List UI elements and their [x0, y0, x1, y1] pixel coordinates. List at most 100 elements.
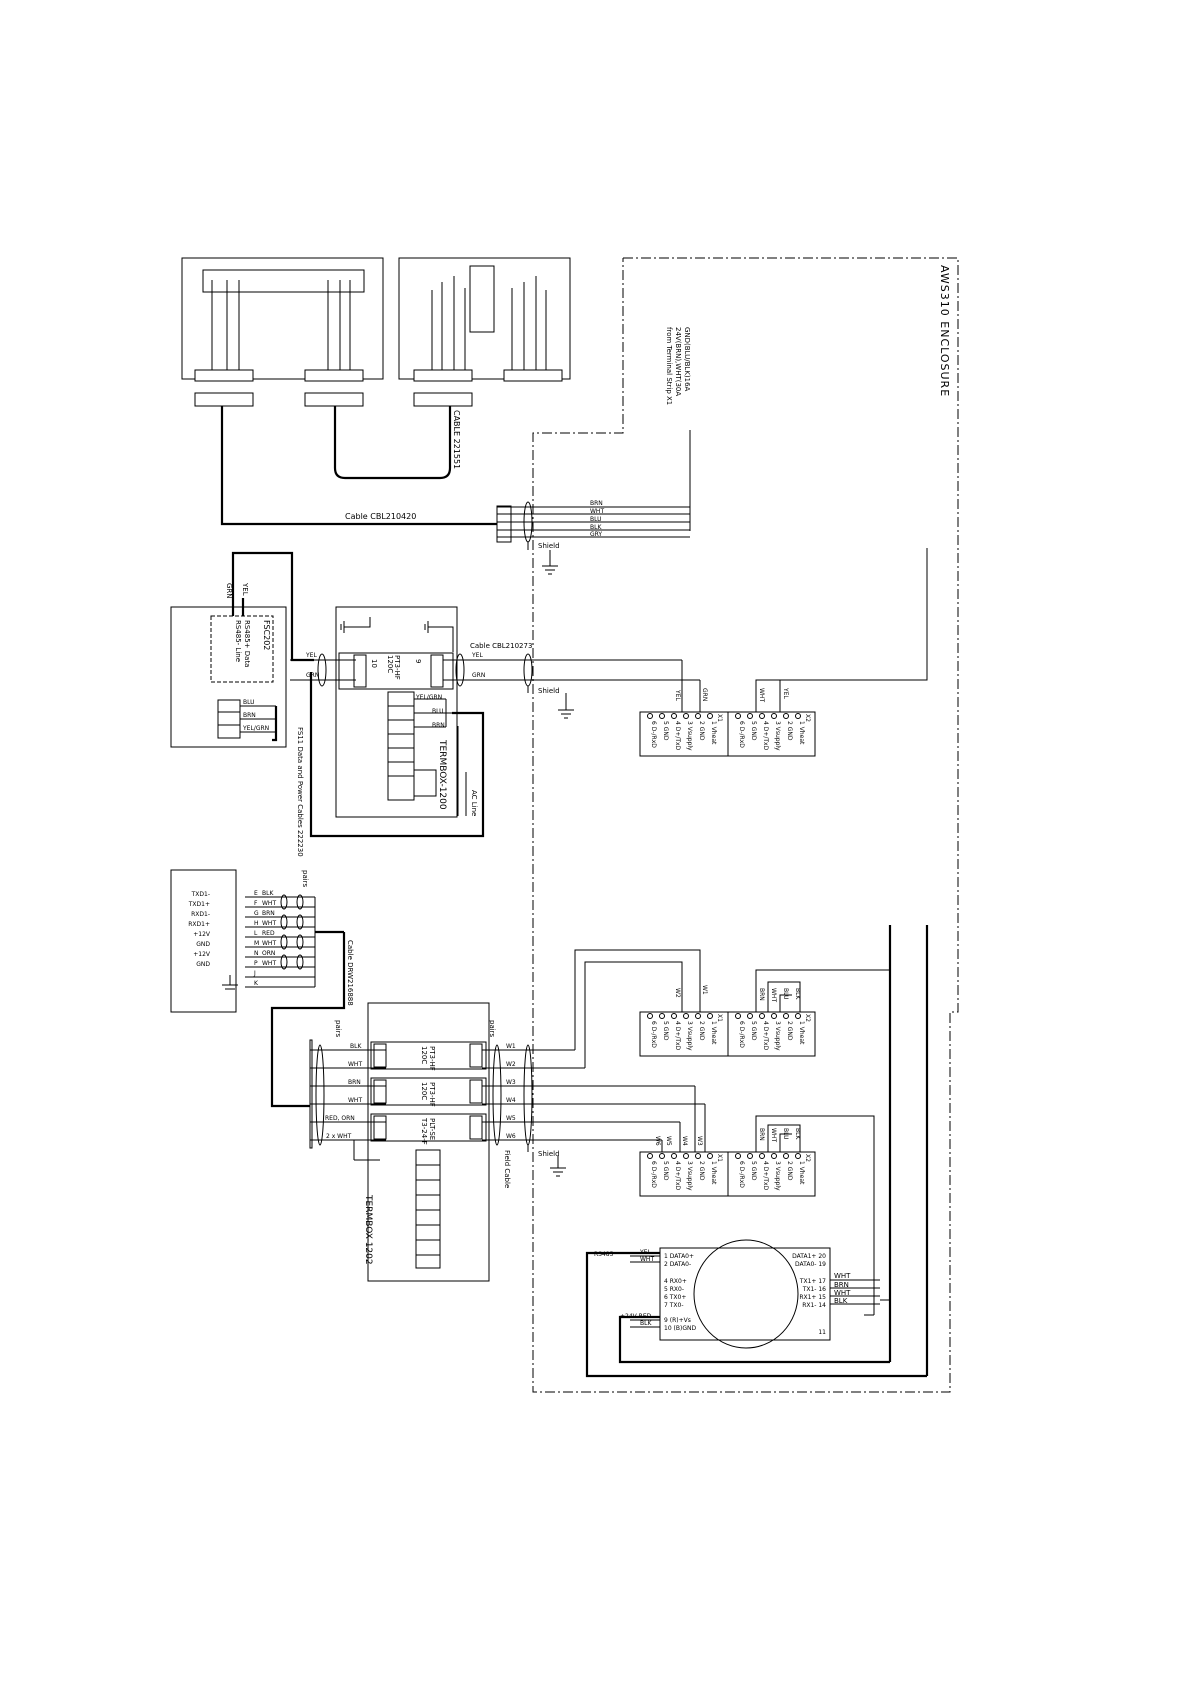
connector-pin — [671, 1013, 677, 1019]
connector-tag: X1 — [716, 714, 723, 722]
connector-pin-label: 6 D-/RxD — [738, 721, 745, 748]
connector-middle — [639, 1011, 816, 1057]
connector-pin — [795, 1153, 801, 1159]
relay-box-b — [398, 257, 571, 382]
svg-text:WHT: WHT — [640, 1256, 654, 1263]
connector-pin-label: 3 Vsupply — [774, 721, 781, 751]
svg-text:P: P — [254, 960, 258, 967]
svg-text:GRN: GRN — [472, 672, 485, 679]
svg-text:BLU: BLU — [782, 1128, 789, 1140]
svg-text:11: 11 — [818, 1329, 826, 1336]
svg-text:ORN: ORN — [262, 950, 275, 957]
top-bundle: BRN WHT BLU BLK GRY Shield — [496, 500, 690, 575]
svg-text:4 RX0+: 4 RX0+ — [664, 1278, 687, 1285]
plug-strip-2 — [304, 392, 364, 407]
connector-pin — [647, 713, 653, 719]
svg-text:WHT: WHT — [758, 688, 765, 702]
svg-text:FSC202: FSC202 — [262, 620, 271, 650]
svg-text:YEL: YEL — [241, 582, 249, 596]
svg-text:+12V: +12V — [193, 931, 211, 938]
connector-pin — [783, 713, 789, 719]
connector-pin — [747, 1153, 753, 1159]
svg-text:G: G — [254, 910, 259, 917]
svg-text:BRN: BRN — [834, 1281, 849, 1289]
connector-pin-label: 2 GND — [786, 1021, 793, 1041]
connector-pin-label: 2 GND — [698, 1161, 705, 1181]
cable-cbl210273-label: Cable CBL210273 — [470, 642, 532, 650]
svg-text:2 x WHT: 2 x WHT — [326, 1133, 352, 1140]
connector-top — [639, 711, 816, 757]
svg-text:PLT-SE: PLT-SE — [428, 1118, 436, 1140]
connector-pin — [659, 1013, 665, 1019]
svg-text:N: N — [254, 950, 259, 957]
svg-text:10: 10 — [370, 659, 378, 668]
svg-text:W6: W6 — [506, 1133, 516, 1140]
connector-pin-label: 1 Vheat — [798, 721, 805, 745]
svg-text:RED, ORN: RED, ORN — [325, 1115, 355, 1122]
connector-pin-label: 1 Vheat — [798, 1021, 805, 1045]
svg-text:BLU: BLU — [782, 988, 789, 1000]
svg-text:BLK: BLK — [590, 524, 602, 531]
connector-pin — [735, 1013, 741, 1019]
connector-pin-label: 2 GND — [698, 1021, 705, 1041]
connector-pin — [759, 1013, 765, 1019]
connector-pin-label: 3 Vsupply — [774, 1161, 781, 1191]
svg-text:WHT: WHT — [590, 508, 604, 515]
connector-pin-label: 6 D-/RxD — [650, 721, 657, 748]
connector-pin — [647, 1153, 653, 1159]
svg-text:W4: W4 — [506, 1097, 516, 1104]
connector-pin — [795, 713, 801, 719]
connector-pin — [771, 1153, 777, 1159]
connector-pin-label: 1 Vheat — [710, 721, 717, 745]
svg-text:BLK: BLK — [262, 890, 274, 897]
connector-pin — [659, 1153, 665, 1159]
connector-pin-label: 3 Vsupply — [774, 1021, 781, 1051]
svg-text:W3: W3 — [506, 1079, 516, 1086]
connector-pin-label: 6 D-/RxD — [738, 1021, 745, 1048]
svg-text:WHT: WHT — [770, 988, 777, 1002]
svg-text:pairs: pairs — [334, 1020, 342, 1038]
cable-cbl210420 — [220, 406, 497, 526]
sensor-box: TXD1- TXD1+ RXD1- RXD1+ +12V GND +12V GN… — [170, 869, 316, 1013]
connector-pin — [671, 1153, 677, 1159]
terminal-note-3: GND(BLU/BLK)16A — [683, 327, 691, 392]
svg-text:PT3-HF: PT3-HF — [428, 1082, 436, 1107]
svg-text:WHT: WHT — [262, 960, 276, 967]
termbox-1202-inputs: BLK WHT BRN WHT RED, ORN 2 x WHT pairs — [309, 1020, 386, 1161]
svg-text:GRY: GRY — [590, 531, 602, 538]
cable-cbl210420-label: Cable CBL210420 — [345, 512, 416, 521]
connector-pin-label: 4 D+/TxD — [674, 1161, 681, 1191]
connector-pin-label: 6 D-/RxD — [650, 1161, 657, 1188]
svg-text:H: H — [254, 920, 259, 927]
connector-pin — [695, 1153, 701, 1159]
connector-pin — [695, 1013, 701, 1019]
svg-text:W2: W2 — [506, 1061, 516, 1068]
svg-text:YEL: YEL — [674, 689, 681, 701]
svg-text:TERMBOX-1202: TERMBOX-1202 — [363, 1194, 373, 1265]
svg-text:J: J — [253, 970, 256, 977]
connector-pin-label: 4 D+/TxD — [762, 1161, 769, 1191]
connector-pin-label: 3 Vsupply — [686, 1021, 693, 1051]
svg-text:Shield: Shield — [538, 542, 560, 550]
svg-text:BLK: BLK — [640, 1320, 652, 1327]
ac-line-label: AC Line — [470, 790, 478, 816]
svg-text:TX1+ 17: TX1+ 17 — [799, 1278, 826, 1285]
connector-pin-label: 1 Vheat — [798, 1161, 805, 1185]
svg-text:Shield: Shield — [538, 1150, 560, 1158]
connector-pin-label: 5 GND — [662, 1021, 669, 1041]
svg-text:BRN: BRN — [758, 988, 765, 1001]
svg-text:W1: W1 — [701, 985, 708, 995]
connector-pin — [759, 1153, 765, 1159]
fs11-cable-label: FS11 Data and Power Cables 222230 — [296, 727, 304, 857]
svg-text:WHT: WHT — [834, 1272, 851, 1280]
svg-text:GND: GND — [196, 961, 210, 968]
svg-text:RX1+ 15: RX1+ 15 — [799, 1294, 826, 1301]
connector-pin-label: 4 D+/TxD — [674, 721, 681, 751]
cable-drw216888-label: Cable DRW216888 — [346, 940, 354, 1006]
cable-221551-label: CABLE 221551 — [452, 410, 461, 469]
enclosure-title: AWS310 ENCLOSURE — [938, 265, 951, 397]
svg-text:W1: W1 — [506, 1043, 516, 1050]
